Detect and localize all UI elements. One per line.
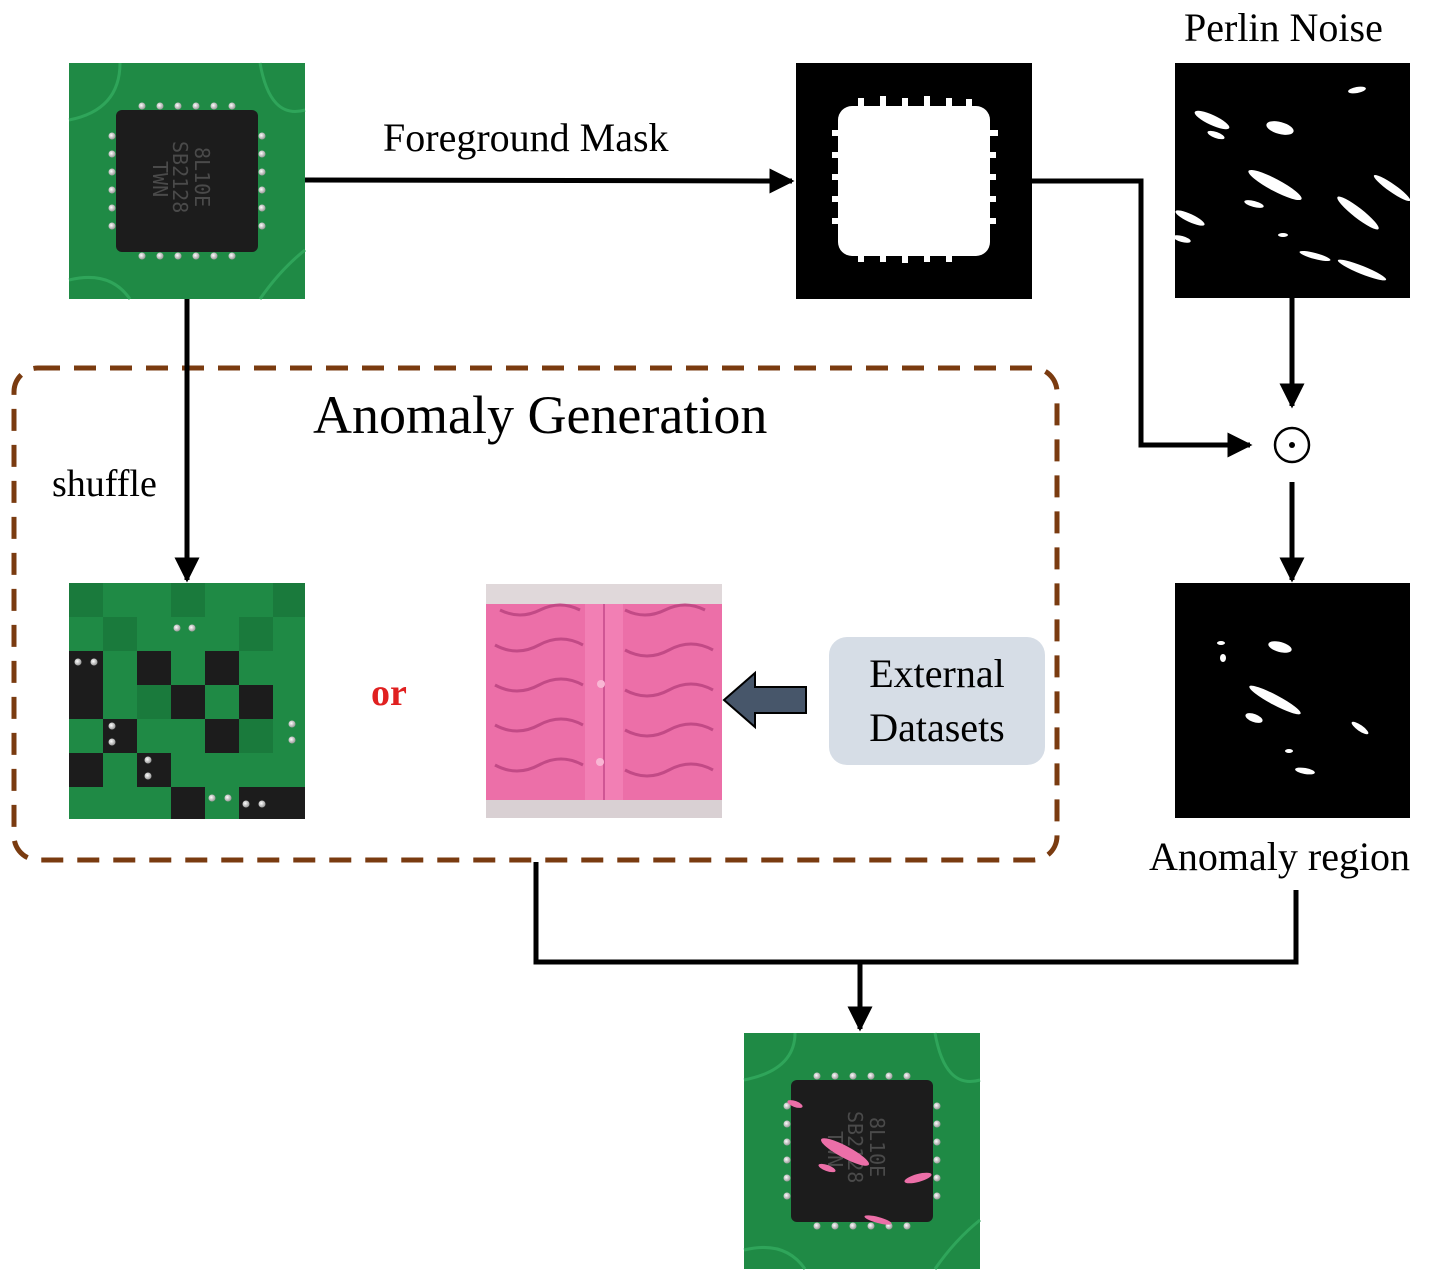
anomaly-region-label: Anomaly region (1149, 834, 1411, 879)
external-datasets-box: External Datasets (829, 637, 1045, 765)
external-datasets-line1: External (869, 651, 1005, 696)
shuffled-pcb-image (69, 583, 305, 819)
chip-marking-1: 8L10E (190, 147, 214, 207)
circle-dot-icon (1273, 426, 1311, 464)
perlin-noise-label: Perlin Noise (1184, 5, 1383, 50)
shuffle-label: shuffle (52, 463, 157, 505)
arrow-to-foreground-mask (304, 168, 795, 194)
external-datasets-line2: Datasets (869, 705, 1005, 750)
arrow-mask-to-product (1032, 178, 1253, 458)
anomaly-region-image (1175, 583, 1410, 818)
foreground-mask-label: Foreground Mask (383, 115, 669, 160)
output-chip-marking-1: 8L10E (865, 1117, 889, 1177)
block-arrow-icon (722, 670, 807, 730)
input-pcb-image: 8L10E SB2128 TWN (68, 62, 306, 300)
perlin-noise-image (1173, 63, 1411, 298)
external-texture-image (486, 584, 722, 818)
anomaly-generation-title: Anomaly Generation (313, 385, 768, 445)
or-label: or (371, 672, 407, 714)
chip-marking-3: TWN (148, 161, 172, 197)
foreground-mask-image (796, 63, 1032, 299)
output-anomaly-image: 8L10E SB2128 TWN (743, 1032, 981, 1270)
chip-marking-2: SB2128 (168, 141, 192, 213)
connector-generation-to-merge (533, 862, 1299, 965)
